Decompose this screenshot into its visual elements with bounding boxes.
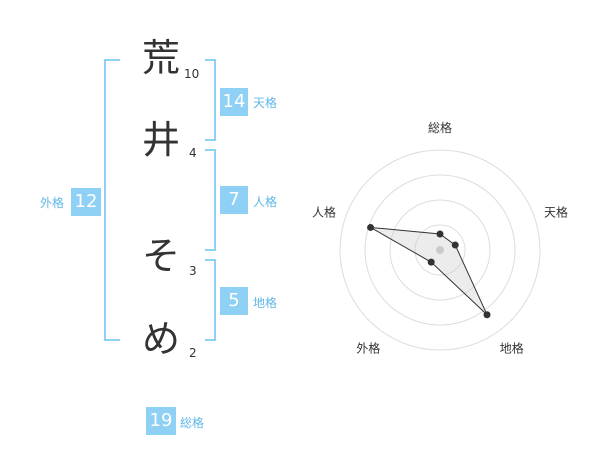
radar-point-4 (427, 258, 435, 266)
stroke-count-2: 4 (189, 146, 197, 160)
jinkaku-bracket (205, 149, 216, 251)
stroke-count-1: 10 (184, 67, 200, 81)
gaikaku-value-box: 12 (71, 188, 101, 216)
radar-point-3 (483, 311, 491, 319)
radar-ring (414, 224, 466, 276)
radar-center-dot (436, 246, 444, 254)
chikaku-bracket (205, 259, 216, 341)
radar-axis-label-4: 外格 (356, 341, 380, 356)
name-char-1: 荒 (141, 36, 180, 80)
stroke-count-4: 2 (189, 346, 197, 360)
radar-data-polygon (370, 226, 488, 316)
radar-point-5 (367, 223, 375, 231)
name-char-3: そ (141, 234, 180, 278)
tenkaku-bracket (205, 59, 216, 141)
radar-ring (389, 199, 491, 301)
jinkaku-label: 人格 (253, 195, 278, 209)
name-char-4: め (141, 317, 180, 361)
name-char-2: 井 (141, 118, 180, 162)
soukaku-label: 総格 (180, 416, 205, 430)
radar-ring (339, 149, 541, 351)
radar-ring (364, 174, 516, 326)
chikaku-value-box: 5 (220, 287, 248, 315)
soukaku-value-box: 19 (146, 407, 176, 435)
radar-axis-label-5: 人格 (312, 204, 336, 219)
gaikaku-label: 外格 (40, 196, 65, 210)
radar-axis-label-2: 天格 (544, 204, 568, 219)
radar-axis-label-3: 地格 (500, 341, 524, 356)
radar-point-2 (451, 241, 459, 249)
tenkaku-label: 天格 (253, 96, 278, 110)
outer-bracket (104, 59, 120, 341)
stroke-count-3: 3 (189, 264, 197, 278)
radar-point-1 (436, 230, 444, 238)
chikaku-label: 地格 (253, 296, 278, 310)
tenkaku-value-box: 14 (220, 88, 248, 116)
radar-axis-label-1: 総格 (428, 120, 452, 135)
jinkaku-value-box: 7 (220, 186, 248, 214)
